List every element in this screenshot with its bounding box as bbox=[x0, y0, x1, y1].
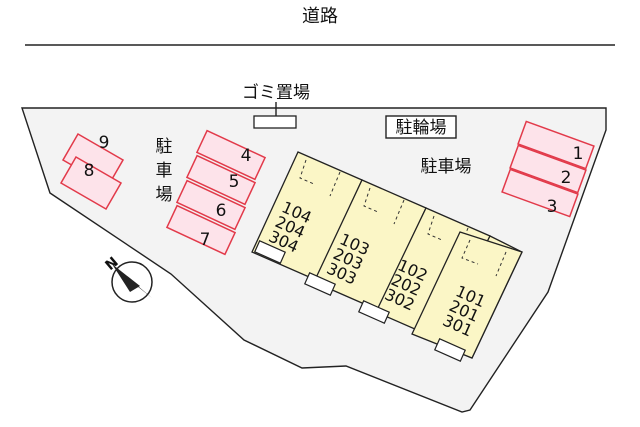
garbage-area bbox=[253, 115, 297, 129]
parking-space-number: 6 bbox=[216, 201, 227, 221]
unit-number-stack: 103 203 303 bbox=[324, 229, 373, 288]
unit-number-stack: 102 202 302 bbox=[382, 255, 431, 314]
bicycle-parking-label: 駐輪場 bbox=[396, 118, 447, 138]
parking-label-right: 駐車場 bbox=[421, 157, 472, 177]
building-unit-104: 104 204 304 bbox=[251, 151, 363, 281]
parking-space-number: 8 bbox=[84, 161, 95, 181]
parking-space-2 bbox=[509, 144, 587, 194]
parking-space-number: 5 bbox=[229, 172, 240, 192]
road-label: 道路 bbox=[302, 6, 338, 27]
parking-space-number: 4 bbox=[241, 146, 252, 166]
compass-needle-fill bbox=[112, 264, 140, 292]
parking-space-5 bbox=[185, 154, 257, 206]
parking-label-left-1: 駐 bbox=[156, 137, 173, 157]
building-unit-101: 101 201 301 bbox=[411, 231, 523, 362]
parking-space-number: 2 bbox=[561, 168, 572, 188]
parking-space-1 bbox=[517, 120, 595, 170]
parking-label-left-3: 場 bbox=[156, 185, 173, 205]
parking-space-7 bbox=[165, 204, 237, 256]
north-compass: N bbox=[102, 254, 153, 303]
parking-space-6 bbox=[175, 179, 247, 231]
parking-space-number: 1 bbox=[573, 144, 584, 164]
parking-space-number: 3 bbox=[547, 197, 558, 217]
parking-space-4 bbox=[195, 129, 267, 181]
parking-space-3 bbox=[501, 168, 579, 218]
bicycle-parking-box bbox=[385, 115, 457, 139]
parking-space-number: 9 bbox=[99, 133, 110, 153]
building-unit-103: 103 203 303 bbox=[303, 179, 427, 311]
parking-space-8 bbox=[59, 155, 123, 211]
garbage-area-label: ゴミ置場 bbox=[242, 82, 310, 103]
unit-number-stack: 104 204 304 bbox=[266, 197, 315, 256]
parking-label-left-2: 車 bbox=[156, 161, 173, 181]
parking-space-number: 7 bbox=[200, 230, 211, 250]
